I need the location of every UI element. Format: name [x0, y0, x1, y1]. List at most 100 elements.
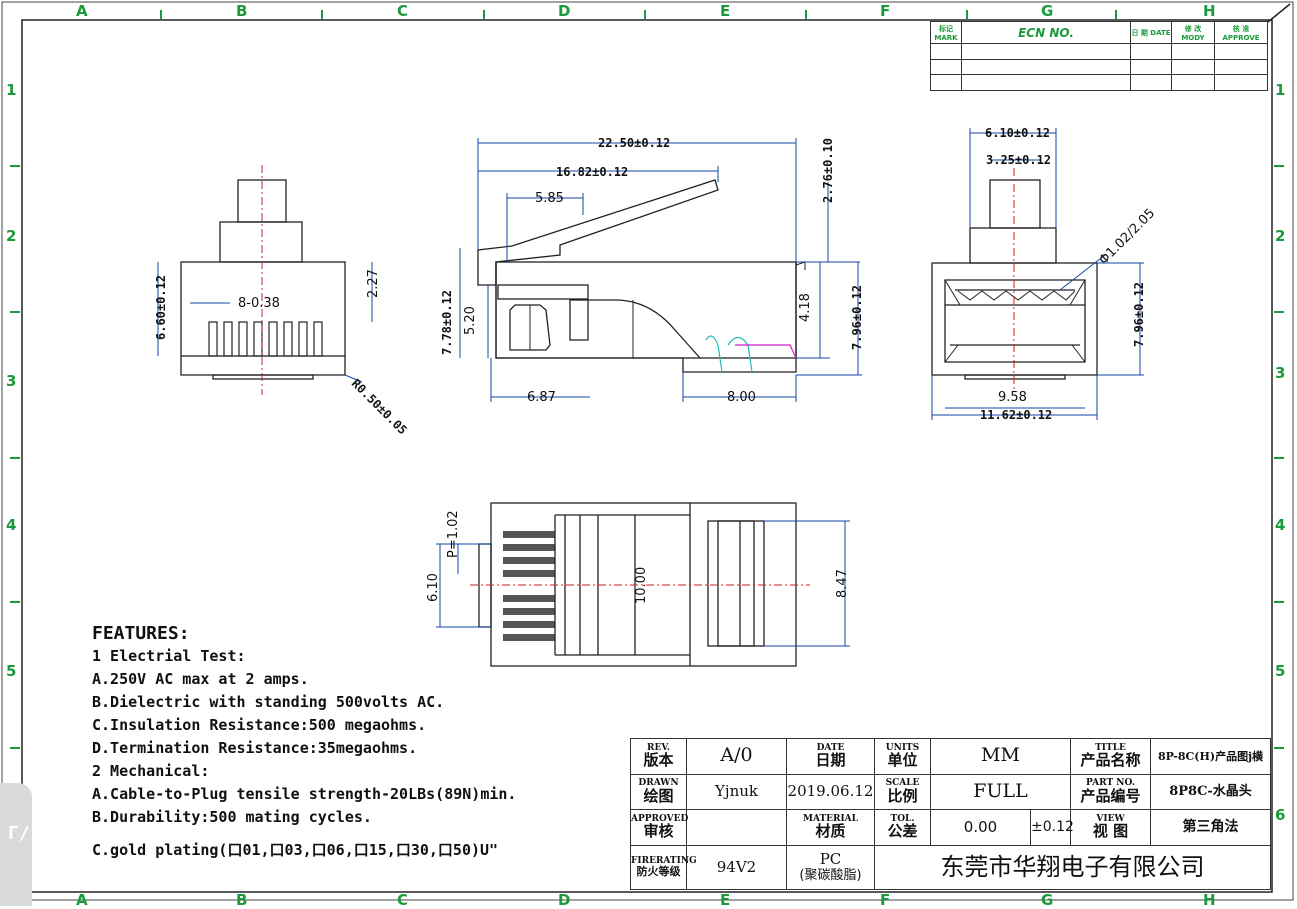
front-width-dimension: 8-0.38	[238, 296, 280, 311]
end-height-dimension: 7.96±0.12	[1132, 281, 1146, 347]
bottom-view	[436, 502, 850, 667]
side-latch-length-dimension: 16.82±0.12	[556, 165, 629, 179]
title-value: 8P-8C(H)产品图j横	[1150, 738, 1272, 775]
side-inner-height-dimension: 5.20	[463, 306, 478, 335]
side-latch-height-dimension: 2.76±0.10	[821, 137, 835, 203]
zone-letter-a-bottom: A	[76, 891, 88, 909]
features-notes: FEATURES: 1 Electrial Test: A.250V AC ma…	[92, 622, 516, 862]
side-panel-tab[interactable]: Γ/	[0, 783, 32, 906]
zone-letter-g-bottom: G	[1041, 891, 1054, 909]
zone-letter-c: C	[397, 2, 409, 20]
features-line: C.gold plating(口01,口03,口06,口15,口30,口50)U…	[92, 841, 499, 859]
rev-label: REV.版本	[630, 738, 687, 775]
tol-value-1: 0.00	[930, 809, 1031, 846]
bottom-span-dimension: 6.10	[426, 573, 441, 602]
approved-value	[686, 809, 787, 846]
end-width-dimension: 11.62±0.12	[980, 408, 1053, 422]
side-bottom-right-dimension: 8.00	[727, 390, 756, 405]
corner-mark	[1267, 3, 1291, 23]
zone-letter-a: A	[76, 2, 88, 20]
front-height-dimension: 6.60±0.12	[154, 274, 168, 340]
part-label: PART NO.产品编号	[1070, 773, 1152, 811]
part-value: 8P8C-水晶头	[1150, 773, 1272, 811]
end-view	[931, 128, 1144, 420]
zone-number-3: 3	[6, 372, 17, 390]
side-bottom-left-dimension: 6.87	[527, 390, 556, 405]
zone-ticks	[10, 10, 1284, 749]
date-value: 2019.06.12	[786, 773, 875, 811]
zone-letter-g: G	[1041, 2, 1054, 20]
front-view	[157, 165, 373, 395]
features-line: B.Dielectric with standing 500volts AC.	[92, 693, 445, 711]
tol-value-2: ±0.12	[1029, 809, 1074, 846]
zone-letter-e-bottom: E	[720, 891, 731, 909]
zone-number-2: 2	[6, 227, 17, 245]
end-top-inner-dimension: 3.25±0.12	[986, 153, 1052, 167]
side-latch-offset-dimension: 5.85	[535, 191, 564, 206]
features-line: A.Cable-to-Plug tensile strength-20LBs(8…	[92, 785, 517, 803]
zone-number-4: 4	[6, 516, 17, 534]
zone-letter-b: B	[236, 2, 248, 20]
bottom-center-dimension: 10.00	[634, 566, 649, 604]
zone-number-1: 1	[6, 81, 17, 99]
drawn-value: Yjnuk	[686, 773, 787, 811]
ecn-date-header: 日 期 DATE	[1130, 21, 1172, 44]
zone-letter-h-bottom: H	[1203, 891, 1216, 909]
features-line: D.Termination Resistance:35megaohms.	[92, 739, 418, 757]
view-value: 第三角法	[1150, 809, 1272, 846]
ecn-number-header: ECN NO.	[961, 21, 1131, 44]
side-length-dimension: 22.50±0.12	[598, 136, 671, 150]
zone-letter-h: H	[1203, 2, 1216, 20]
ecn-approve-header: 核 准 APPROVE	[1214, 21, 1268, 44]
ecn-revision-block: 标记 MARK ECN NO. 日 期 DATE 修 改 MODY 核 准 AP…	[930, 21, 1268, 91]
zone-letter-d-bottom: D	[558, 891, 571, 909]
rev-value: A/0	[686, 738, 787, 775]
zone-letter-f: F	[880, 2, 891, 20]
zone-letter-d: D	[558, 2, 571, 20]
side-left-height-dimension: 7.78±0.12	[440, 289, 454, 355]
features-line: A.250V AC max at 2 amps.	[92, 670, 309, 688]
end-inner-width-dimension: 9.58	[998, 390, 1027, 405]
zone-letter-b-bottom: B	[236, 891, 248, 909]
end-top-width-dimension: 6.10±0.12	[985, 126, 1051, 140]
company-name: 东莞市华翔电子有限公司	[873, 844, 1272, 891]
features-title: FEATURES:	[92, 623, 190, 644]
zone-number-3-right: 3	[1275, 364, 1286, 382]
features-line: 1 Electrial Test:	[92, 647, 246, 665]
ecn-mody-header: 修 改 MODY	[1171, 21, 1215, 44]
zone-letter-c-bottom: C	[397, 891, 409, 909]
side-tab-glyph: Γ/	[8, 823, 30, 844]
zone-number-1-right: 1	[1275, 81, 1286, 99]
zone-letter-e: E	[720, 2, 731, 20]
bottom-right-dimension: 8.47	[835, 569, 850, 598]
scale-value: FULL	[929, 773, 1072, 811]
inner-border	[21, 19, 1273, 893]
side-view	[459, 138, 862, 402]
side-right-height-dimension: 7.96±0.12	[850, 284, 864, 350]
fire-value: 94V2	[686, 844, 787, 891]
features-line: 2 Mechanical:	[92, 762, 210, 780]
side-nose-height-dimension: 4.18	[798, 293, 813, 322]
features-line: C.Insulation Resistance:500 megaohms.	[92, 716, 427, 734]
zone-number-2-right: 2	[1275, 227, 1286, 245]
zone-number-6-right: 6	[1275, 806, 1286, 824]
tol-label: TOL.公差	[874, 809, 931, 846]
material-value: PC(聚碳酸脂)	[786, 844, 875, 891]
zone-number-4-right: 4	[1275, 516, 1286, 534]
units-value: MM	[929, 738, 1072, 775]
ecn-mark-header: 标记 MARK	[930, 21, 962, 44]
features-line: B.Durability:500 mating cycles.	[92, 808, 372, 826]
